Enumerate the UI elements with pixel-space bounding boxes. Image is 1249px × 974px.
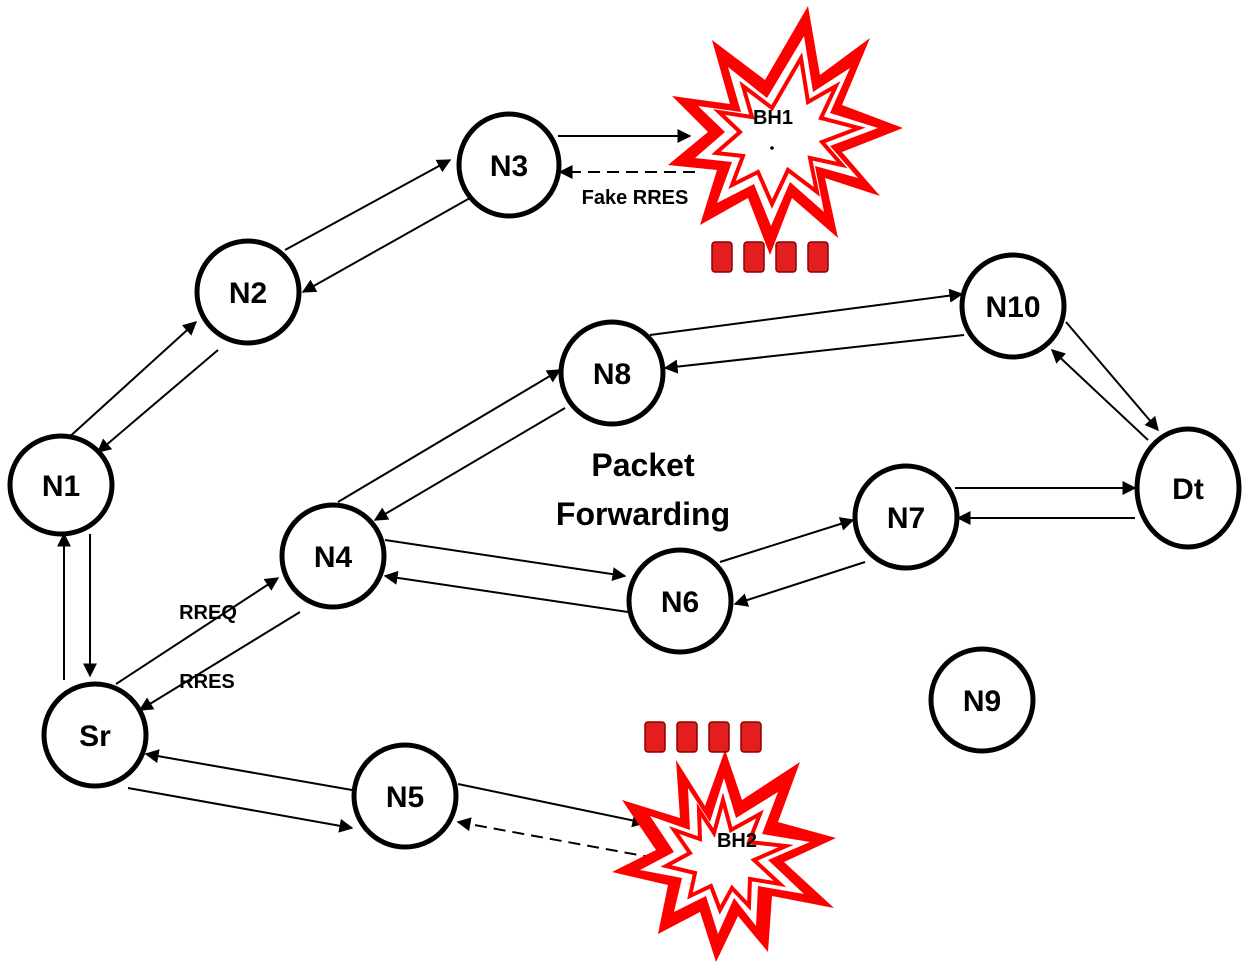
packet-icon [740, 721, 762, 753]
packet-icon [743, 241, 765, 273]
edge-n3-n2 [301, 197, 471, 293]
packet-icon [644, 721, 666, 753]
bh2-burst-inner [640, 778, 810, 934]
edges [57, 129, 1159, 859]
node-sr-label: Sr [79, 720, 111, 753]
edge-n7-n6 [733, 561, 866, 607]
node-n1: N1 [7, 433, 115, 537]
blackhole-bh1: BH1 [668, 6, 903, 255]
edge-bh2-n5-fake [456, 817, 656, 859]
rreq-label: RREQ [179, 602, 237, 624]
node-n2-label: N2 [229, 277, 267, 310]
packet-icon [807, 241, 829, 273]
bh1-burst-ring [711, 52, 866, 209]
rres-label: RRES [179, 671, 235, 693]
node-n4-label: N4 [314, 541, 353, 574]
node-dt: Dt [1134, 426, 1242, 550]
edge-n4-n6 [384, 539, 627, 582]
packet-icon [708, 721, 730, 753]
edge-n6-n7 [719, 517, 855, 563]
packet-forwarding-line1: Packet [591, 447, 695, 483]
node-dt-label: Dt [1172, 473, 1204, 506]
node-n6-label: N6 [661, 586, 699, 619]
edge-n1-n2 [65, 321, 198, 441]
node-n10-label: N10 [985, 291, 1040, 324]
node-n9: N9 [928, 646, 1036, 754]
edge-n2-n1 [96, 349, 219, 453]
edge-n4-sr-rres [138, 611, 301, 711]
node-n5: N5 [351, 742, 459, 850]
edge-n8-n10 [649, 288, 964, 336]
bh2-label: BH2 [717, 830, 757, 852]
node-sr: Sr [41, 681, 149, 789]
node-n8: N8 [558, 319, 666, 427]
packet-forwarding-line2: Forwarding [556, 496, 730, 532]
node-n7-label: N7 [887, 502, 925, 535]
edge-n5-sr [144, 749, 353, 791]
bh1-label: BH1 [753, 107, 793, 129]
node-n3: N3 [456, 111, 562, 219]
edge-n8-n4 [373, 407, 566, 521]
bh2-burst-ring [660, 792, 794, 915]
packet-icon [711, 241, 733, 273]
edge-dt-n10 [1050, 349, 1149, 441]
edge-sr-n4-rreq [115, 577, 280, 685]
node-n1-label: N1 [42, 470, 80, 503]
edge-n4-n8 [337, 369, 562, 503]
node-n3-label: N3 [490, 150, 528, 183]
fake-rres-label: Fake RRES [582, 187, 689, 209]
packet-icon [775, 241, 797, 273]
edge-n10-n8 [663, 334, 965, 374]
packets-bh1 [711, 241, 829, 273]
edge-n10-dt [1065, 321, 1159, 432]
node-n9-label: N9 [963, 685, 1001, 718]
packets-bh2 [644, 721, 762, 753]
node-n6: N6 [626, 547, 734, 655]
edge-n5-bh2 [457, 783, 647, 828]
edge-sr-n5 [127, 787, 354, 833]
node-n7: N7 [852, 463, 960, 571]
node-n5-label: N5 [386, 781, 424, 814]
packet-icon [676, 721, 698, 753]
bh1-dot [770, 146, 774, 150]
node-n10: N10 [959, 252, 1067, 360]
node-n8-label: N8 [593, 358, 631, 391]
edge-n2-n3 [284, 159, 452, 251]
node-n4: N4 [279, 502, 387, 610]
edge-n6-n4 [383, 570, 629, 613]
blackhole-bh2: BH2 [612, 750, 836, 962]
node-n2: N2 [194, 238, 302, 346]
